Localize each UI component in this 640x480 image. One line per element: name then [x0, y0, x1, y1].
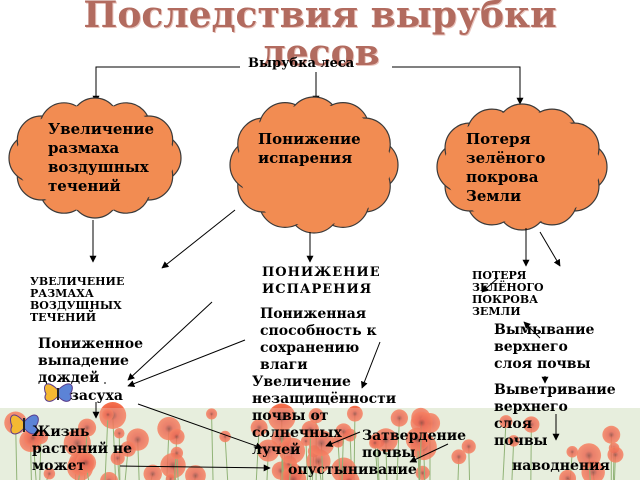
poppy-flower [63, 429, 91, 457]
effect-drought: засуха [70, 388, 123, 404]
poppy-flower [338, 470, 360, 480]
poppy-flower [602, 425, 621, 444]
poppy-flower [250, 419, 268, 437]
poppy-flower [113, 428, 125, 439]
poppy-flower [607, 446, 624, 463]
poppy-field-background [0, 402, 640, 480]
poppy-stem [511, 440, 515, 480]
poppy-flower [523, 416, 540, 433]
poppy-flower [168, 428, 185, 445]
effect-weathering: Выветривание верхнего слоя почвы [494, 382, 616, 449]
poppy-flower [143, 464, 162, 480]
butterfly-icon [10, 414, 39, 435]
poppy-flower [308, 408, 324, 424]
poppy-flower [23, 428, 43, 448]
poppy-flower [335, 423, 352, 440]
poppy-flower [566, 446, 579, 458]
poppy-flower [165, 473, 176, 480]
effect-water-capacity: Пониженная способность к сохранению влаг… [260, 306, 377, 373]
effect-sun-exposure: Увеличение незащищённости почвы от солне… [252, 374, 397, 458]
poppy-flower [206, 408, 218, 420]
poppy-flower [100, 471, 119, 480]
cloud-middle-text: Понижение испарения [258, 130, 361, 167]
poppy-flower [559, 469, 577, 480]
poppy-stem [502, 421, 507, 480]
poppy-flower [257, 439, 280, 462]
poppy-stem [104, 414, 109, 480]
cloud-arrows [89, 209, 561, 293]
root-node: Вырубка леса [248, 56, 355, 71]
caption-left: УВЕЛИЧЕНИЕ РАЗМАХА ВОЗДУШНЫХ ТЕЧЕНИЙ [30, 275, 125, 324]
poppy-flower [410, 411, 433, 434]
effect-arrows [92, 301, 560, 472]
poppy-flower [120, 441, 136, 457]
cloud-right-text: Потеря зелёного покрова Земли [466, 130, 546, 205]
poppy-flower [300, 435, 312, 447]
caption-right: ПОТЕРЯ ЗЕЛЁНОГО ПОКРОВА ЗЕМЛИ [472, 269, 544, 318]
poppy-flower [43, 467, 56, 480]
poppy-stem [255, 427, 260, 480]
cloud-body [237, 104, 391, 226]
poppy-flower [461, 439, 476, 454]
poppy-flower [301, 420, 319, 439]
poppy-flower [268, 403, 296, 432]
poppy-flower [170, 446, 184, 460]
cloud-left [8, 97, 182, 219]
poppy-flower [278, 437, 306, 464]
effect-washout: Вымывание верхнего слоя почвы [494, 322, 595, 372]
poppy-flower [346, 405, 363, 422]
page-title-line2: лесов [260, 32, 380, 74]
butterfly-icon [44, 383, 73, 402]
cloud-middle [229, 96, 399, 234]
poppy-flower [280, 466, 307, 480]
poppy-flower [75, 452, 97, 473]
effect-life: Жизнь растений не может [32, 424, 133, 474]
poppy-flower [185, 465, 206, 480]
poppy-flower [160, 452, 186, 479]
poppy-flower [102, 408, 114, 421]
effect-hardening: Затвердение почвы [362, 428, 467, 461]
cloud-right [436, 103, 608, 231]
caption-middle: ПОНИЖЕНИЕ ИСПАРЕНИЯ [262, 265, 381, 297]
poppy-flower [576, 443, 602, 468]
poppy-flower [499, 415, 513, 429]
poppy-flower [451, 449, 467, 465]
page-title: Последствия вырубки [83, 0, 557, 36]
poppy-stem [211, 413, 214, 480]
poppy-stem [224, 436, 229, 480]
effect-floods: наводнения [512, 458, 610, 474]
poppy-flower [110, 450, 125, 466]
field-overlay [0, 408, 640, 480]
poppy-stem [396, 418, 400, 480]
poppy-flower [390, 409, 408, 427]
cloud-body [444, 111, 600, 223]
effect-desert: опустынивание [288, 462, 417, 478]
poppy-stem [374, 442, 379, 480]
poppy-stem [337, 441, 341, 480]
poppy-flower [369, 437, 381, 449]
cloud-left-text: Увеличение размаха воздушных течений [48, 120, 155, 195]
cloud-body [15, 104, 175, 212]
effect-rain: Пониженное выпадение дождей [38, 336, 143, 386]
poppy-stem [39, 436, 42, 480]
poppy-flower [77, 418, 97, 437]
poppy-flower [374, 428, 398, 452]
poppy-flower [507, 435, 520, 447]
